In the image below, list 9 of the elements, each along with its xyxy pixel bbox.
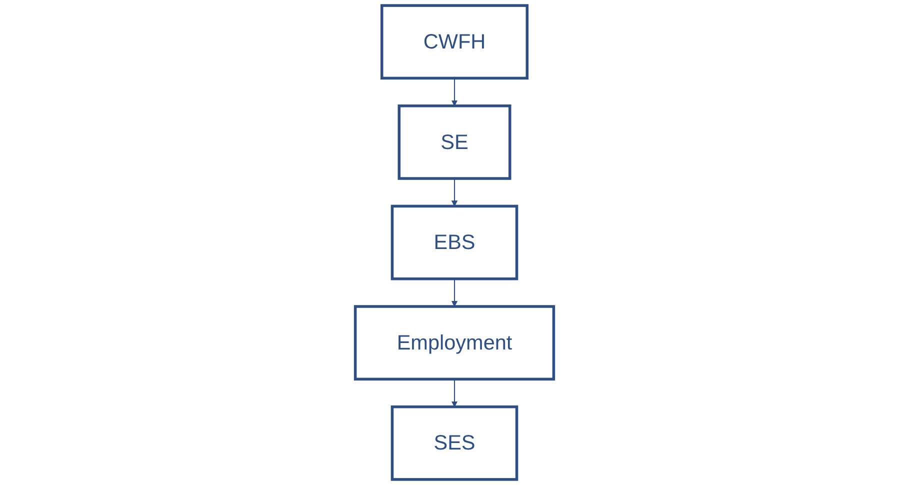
node-box: Employment	[354, 305, 556, 381]
node-box: SES	[390, 405, 518, 481]
arrow	[451, 78, 458, 106]
node-box: CWFH	[380, 4, 529, 80]
arrow	[451, 379, 458, 408]
arrow	[451, 178, 458, 206]
node-box: EBS	[390, 204, 518, 280]
arrow	[451, 278, 458, 307]
node-box: SE	[398, 104, 512, 180]
